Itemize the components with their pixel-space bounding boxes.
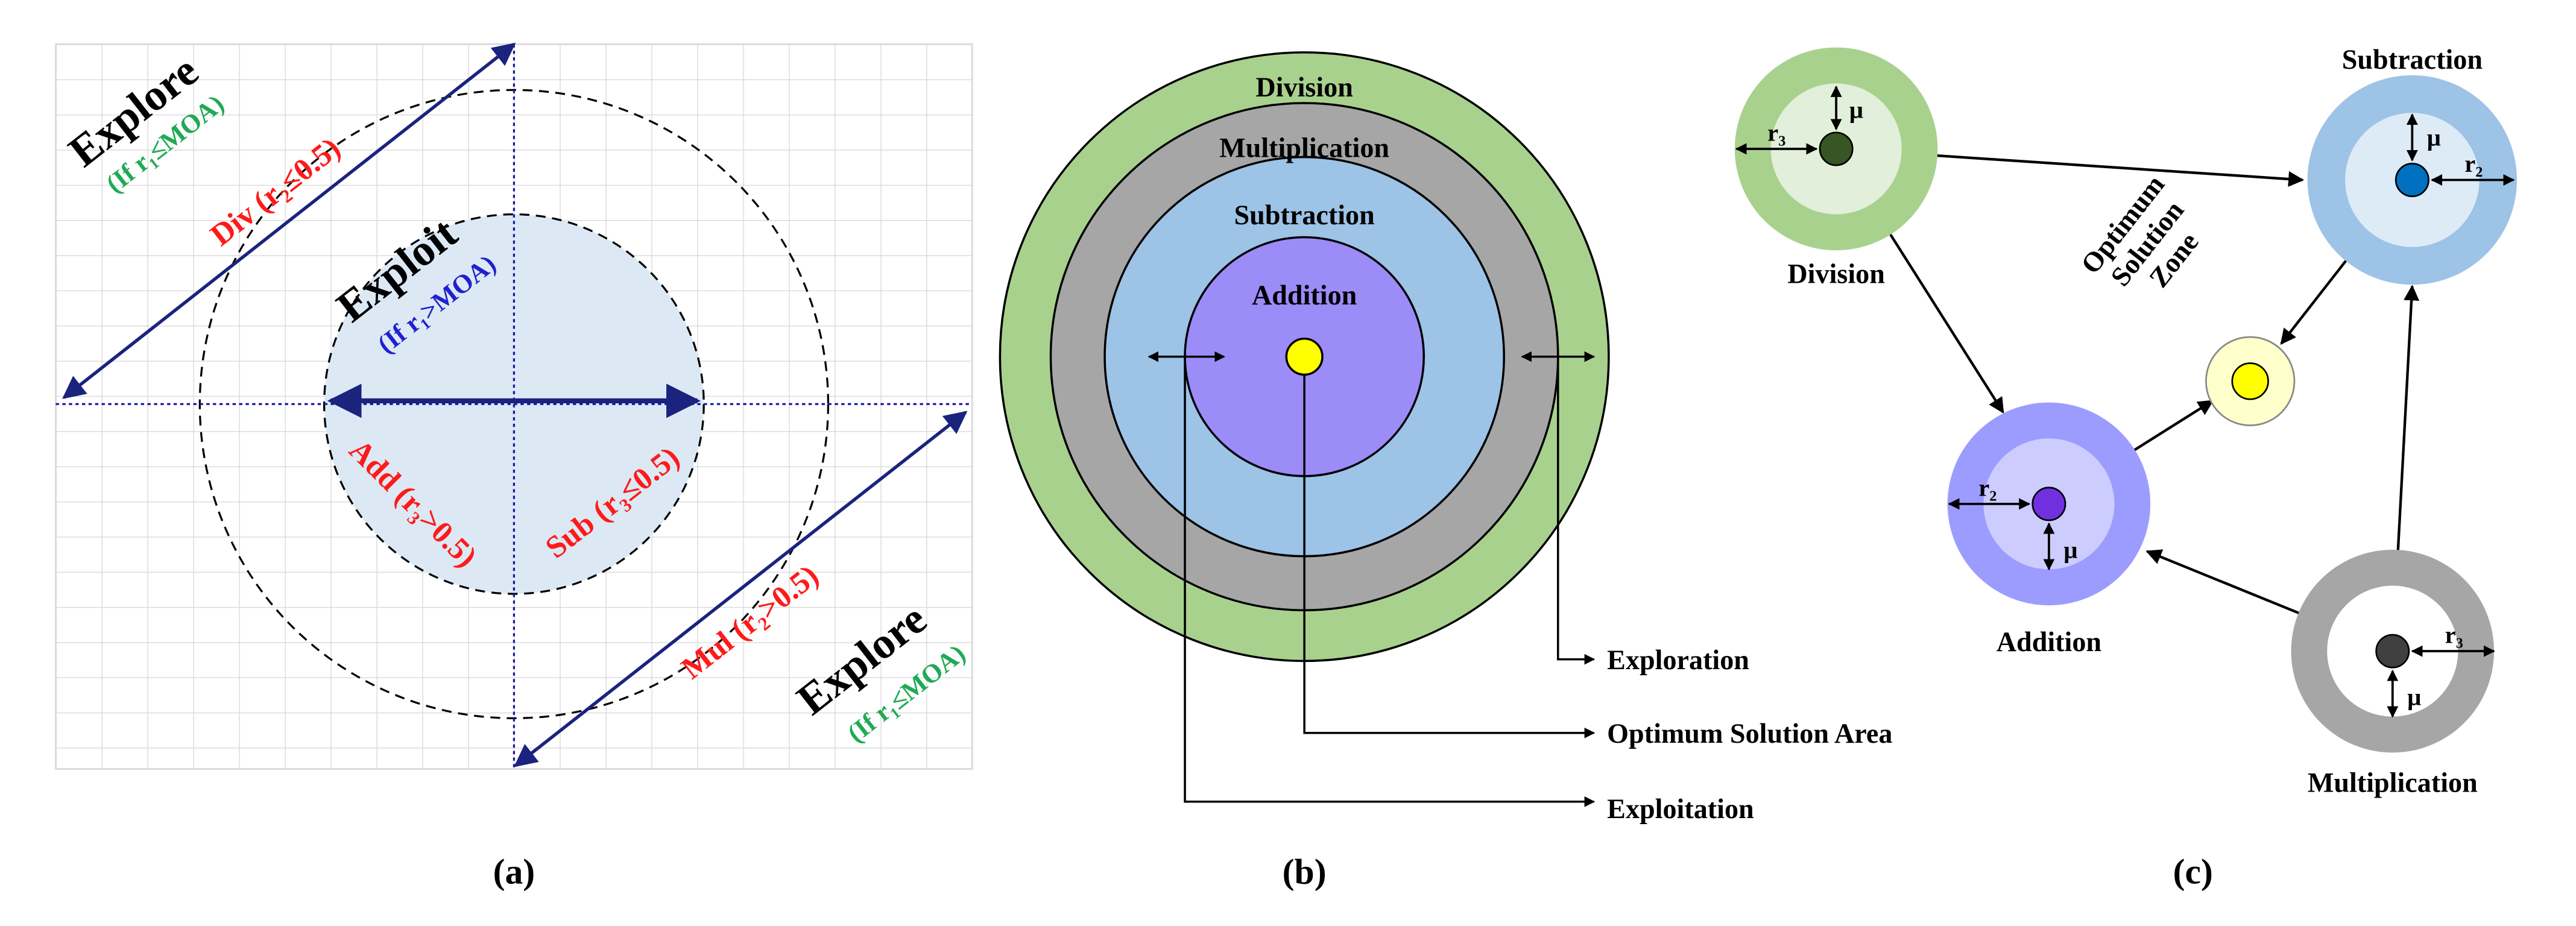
panel-a: Explore (If r₁≤MOA) Div (r₂≤0.5) Exploit… [55, 42, 973, 891]
addition-label: Addition [1997, 626, 2101, 657]
ring-multiplication-label: Multiplication [1219, 133, 1389, 163]
callout-exploration: Exploration [1607, 644, 1749, 675]
panel-b: Division Multiplication Subtraction Addi… [999, 51, 1892, 891]
node-addition: r₂ μ Addition [1947, 402, 2151, 657]
caption-c: (c) [2173, 851, 2213, 891]
zone-dot [2231, 362, 2269, 400]
ring-addition-label: Addition [1252, 280, 1357, 310]
addition-dot [2031, 487, 2066, 521]
explore-arrow-upper [62, 42, 516, 399]
callout-optimum: Optimum Solution Area [1607, 718, 1892, 749]
subtraction-label: Subtraction [2342, 44, 2483, 75]
division-r3-label: r₃ [1767, 119, 1785, 146]
node-multiplication: r₃ μ Multiplication [2291, 549, 2495, 798]
addition-r2-label: r₂ [1978, 474, 1997, 501]
caption-b: (b) [1283, 851, 1327, 891]
subtraction-dot [2394, 163, 2429, 198]
panel-c: μ r₃ Division μ r₂ Subtraction Optimum S… [1734, 44, 2518, 891]
ring-division-label: Division [1255, 72, 1353, 102]
optimum-center-dot [1285, 337, 1324, 376]
optimum-leader [1303, 374, 1596, 739]
multiplication-r3-label: r₃ [2445, 622, 2463, 649]
ring-subtraction-label: Subtraction [1234, 200, 1375, 230]
node-subtraction: μ r₂ Subtraction [2307, 44, 2518, 285]
exploitation-leader [1184, 356, 1596, 807]
multiplication-mu-label: μ [2407, 684, 2421, 711]
division-mu-label: μ [1849, 96, 1863, 123]
multiplication-dot [2375, 634, 2410, 669]
optimum-zone-label: Optimum Solution Zone [2075, 163, 2224, 317]
subtraction-mu-label: μ [2427, 124, 2441, 151]
multiplication-label: Multiplication [2308, 767, 2478, 798]
division-label: Division [1787, 258, 1884, 289]
exploration-leader [1557, 356, 1596, 665]
node-optimum-zone: Optimum Solution Zone [2075, 163, 2296, 426]
addition-mu-label: μ [2063, 536, 2077, 563]
callout-exploitation: Exploitation [1607, 793, 1754, 824]
node-division: μ r₃ Division [1734, 47, 1938, 289]
subtraction-r2-label: r₂ [2464, 150, 2483, 177]
division-dot [1819, 131, 1854, 166]
explore-arrow-lower [514, 411, 968, 767]
caption-a: (a) [493, 851, 535, 891]
